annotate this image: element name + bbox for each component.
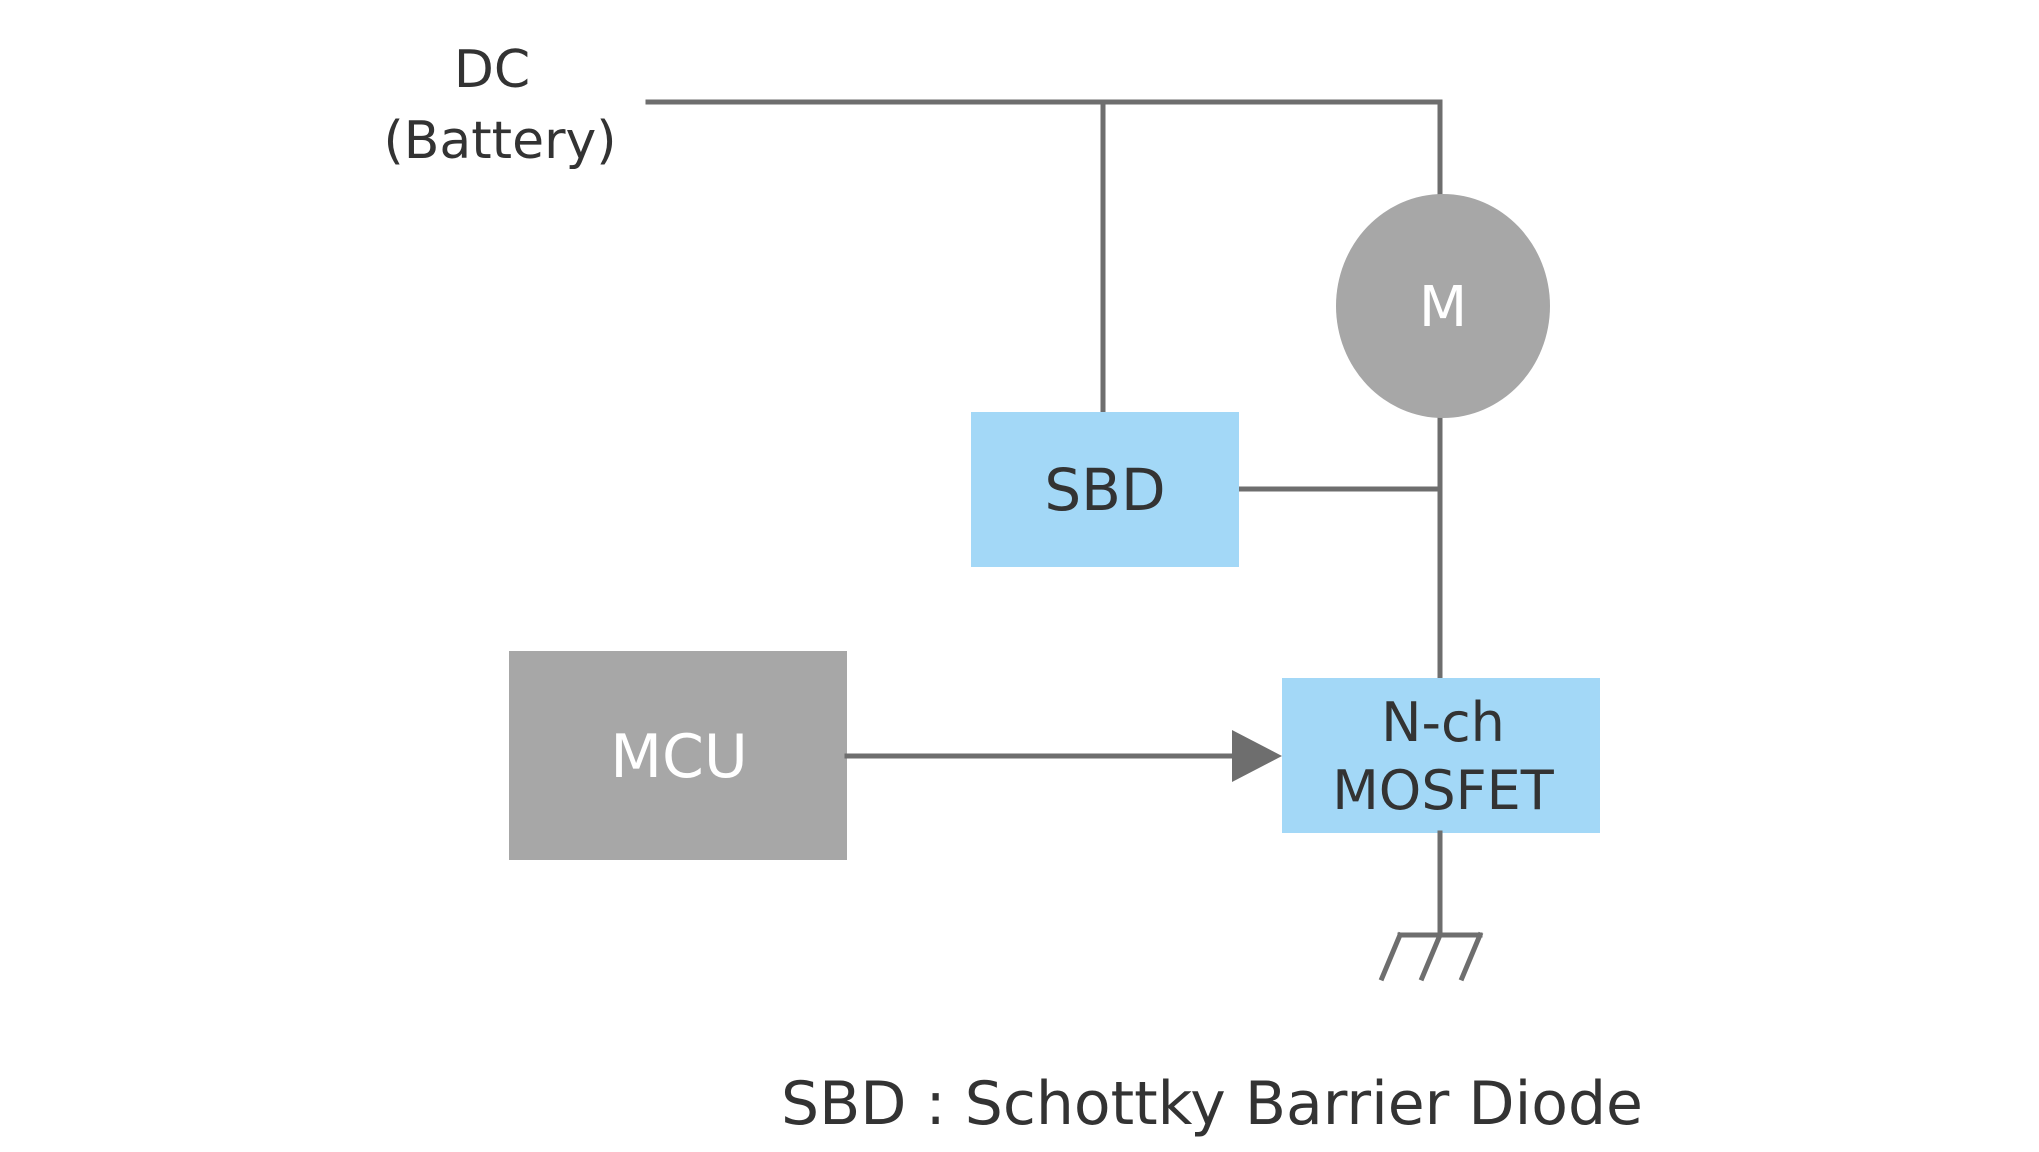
battery-label: (Battery)	[383, 111, 616, 171]
motor-label: M	[1419, 275, 1467, 340]
dc-label: DC	[454, 40, 530, 100]
mcu-block	[509, 651, 847, 860]
ground-icon	[1378, 931, 1484, 982]
motor-circle	[1336, 194, 1550, 418]
mosfet-label-line1: N-ch	[1381, 691, 1505, 754]
sbd-block	[971, 412, 1239, 567]
mcu-block-label: MCU	[610, 722, 748, 792]
sbd-block-label: SBD	[1044, 456, 1165, 524]
mosfet-label-line2: MOSFET	[1332, 759, 1555, 822]
mosfet-block	[1282, 678, 1600, 833]
legend-text: SBD : Schottky Barrier Diode	[781, 1069, 1643, 1139]
gate-arrowhead	[1232, 730, 1282, 782]
